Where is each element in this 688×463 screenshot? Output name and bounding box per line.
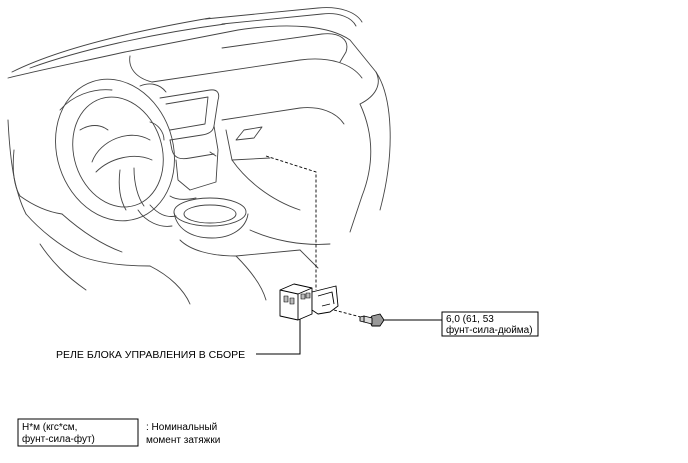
torque-value: 6,0 (61, 53 (446, 314, 494, 325)
dashboard-illustration (7, 7, 391, 305)
bolt-icon (359, 313, 385, 327)
legend: Н*м (кгс*см, фунт-сила-фут) : Номинальны… (17, 418, 220, 447)
legend-unit-line2: фунт-сила-фут) (22, 433, 95, 445)
part-label: РЕЛЕ БЛОКА УПРАВЛЕНИЯ В СБОРЕ (56, 349, 245, 361)
location-dashed-leader (265, 155, 317, 290)
legend-unit-line1: Н*м (кгс*см, (22, 422, 77, 433)
legend-desc-line2: момент затяжки (146, 435, 220, 446)
legend-desc-line1: : Номинальный (146, 422, 217, 433)
part-label-leader (256, 318, 301, 355)
torque-spec-box: 6,0 (61, 53 фунт-сила-дюйма) (441, 311, 539, 337)
relay-assembly-drawing (279, 283, 385, 327)
legend-unit-box (17, 418, 139, 447)
leader-lines (256, 155, 442, 355)
torque-unit: фунт-сила-дюйма) (446, 324, 533, 336)
